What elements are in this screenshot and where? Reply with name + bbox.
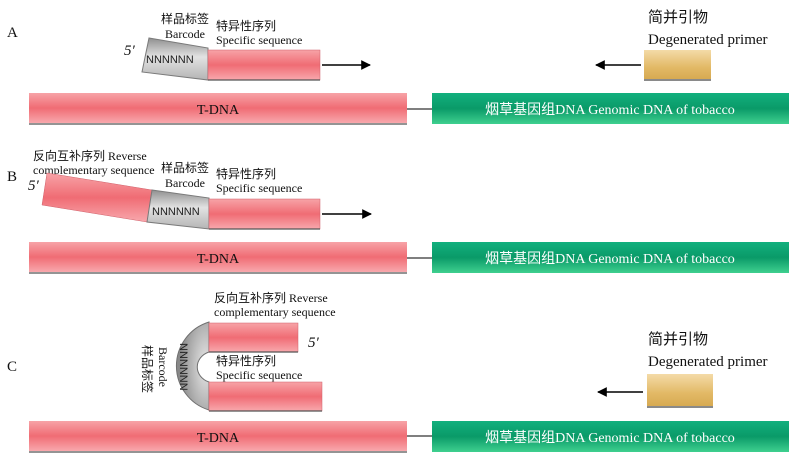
panel-c-tobacco-bar (432, 421, 789, 452)
panel-b-specific-label-zh: 特异性序列 (216, 166, 276, 181)
panel-c-specific-sequence-block (208, 381, 323, 412)
panel-a-barcode-label-en: Barcode (165, 27, 205, 41)
panel-b-barcode-code: NNNNNN (152, 206, 200, 218)
panel-a-tobacco-label: 烟草基因组DNA Genomic DNA of tobacco (485, 101, 735, 118)
panel-c-five-prime: 5′ (308, 335, 320, 351)
panel-b-barcode-label-zh: 样品标签 (161, 160, 209, 175)
panel-c-barcode-label-en: Barcode (156, 347, 170, 387)
panel-b-five-prime: 5′ (28, 178, 40, 194)
panel-c-specific-label-zh: 特异性序列 (216, 353, 276, 368)
panel-a-label: A (7, 25, 18, 41)
panel-a-barcode-code: NNNNNN (146, 54, 194, 66)
panel-b-tdna-bar (29, 242, 407, 272)
panel-b-reverse-label-line2: complementary sequence (33, 163, 155, 177)
panel-b-barcode-label-en: Barcode (165, 176, 205, 190)
panel-a-specific-label-zh: 特异性序列 (216, 18, 276, 33)
panel-a-tdna-bar (29, 93, 407, 123)
panel-a-tobacco-bar (432, 93, 789, 124)
panel-c-primer-label-zh: 简并引物 (648, 331, 708, 348)
panel-a-primer-label-zh: 简并引物 (648, 9, 708, 26)
panel-c-specific-label-en: Specific sequence (216, 368, 302, 382)
panel-a-specific-label-en: Specific sequence (216, 33, 302, 47)
panel-c-primer-label-en: Degenerated primer (648, 354, 768, 370)
panel-c-primer-block (647, 374, 713, 406)
panel-b-specific-label-en: Specific sequence (216, 181, 302, 195)
panel-c-barcode-label-zh: 样品标签 (140, 345, 155, 393)
panel-c-tdna-label: T-DNA (197, 431, 240, 446)
panel-c: C 反向互补序列 Reverse complementary sequence … (7, 290, 789, 453)
panel-b-tobacco-label: 烟草基因组DNA Genomic DNA of tobacco (485, 250, 735, 267)
panel-b-reverse-label-line1: 反向互补序列 Reverse (33, 148, 147, 163)
panel-a: A 5′ NNNNNN 样品标签 Barcode 特异性序列 Specific … (7, 9, 789, 125)
panel-b-specific-sequence-block (208, 198, 321, 230)
panel-b-tdna-label: T-DNA (197, 252, 240, 267)
panel-c-tobacco-label: 烟草基因组DNA Genomic DNA of tobacco (485, 429, 735, 446)
panel-a-five-prime: 5′ (124, 43, 136, 59)
panel-c-label: C (7, 359, 17, 375)
panel-c-barcode-code: NNNNNN (177, 343, 189, 391)
panel-c-reverse-label-line2: complementary sequence (214, 305, 336, 319)
panel-b: B 反向互补序列 Reverse complementary sequence … (7, 148, 789, 274)
panel-b-reverse-complementary-block (41, 172, 153, 223)
panel-b-label: B (7, 169, 17, 185)
panel-a-tdna-label: T-DNA (197, 103, 240, 118)
panel-a-specific-sequence-block (207, 49, 321, 81)
panel-a-barcode-label-zh: 样品标签 (161, 11, 209, 26)
panel-a-primer-label-en: Degenerated primer (648, 32, 768, 48)
panel-b-tobacco-bar (432, 242, 789, 273)
panel-c-reverse-complementary-block (208, 322, 299, 353)
panel-c-reverse-label-line1: 反向互补序列 Reverse (214, 290, 328, 305)
panel-a-primer-block (644, 50, 711, 79)
panel-c-tdna-bar (29, 421, 407, 451)
panel-c-barcode-hairpin (176, 321, 210, 411)
